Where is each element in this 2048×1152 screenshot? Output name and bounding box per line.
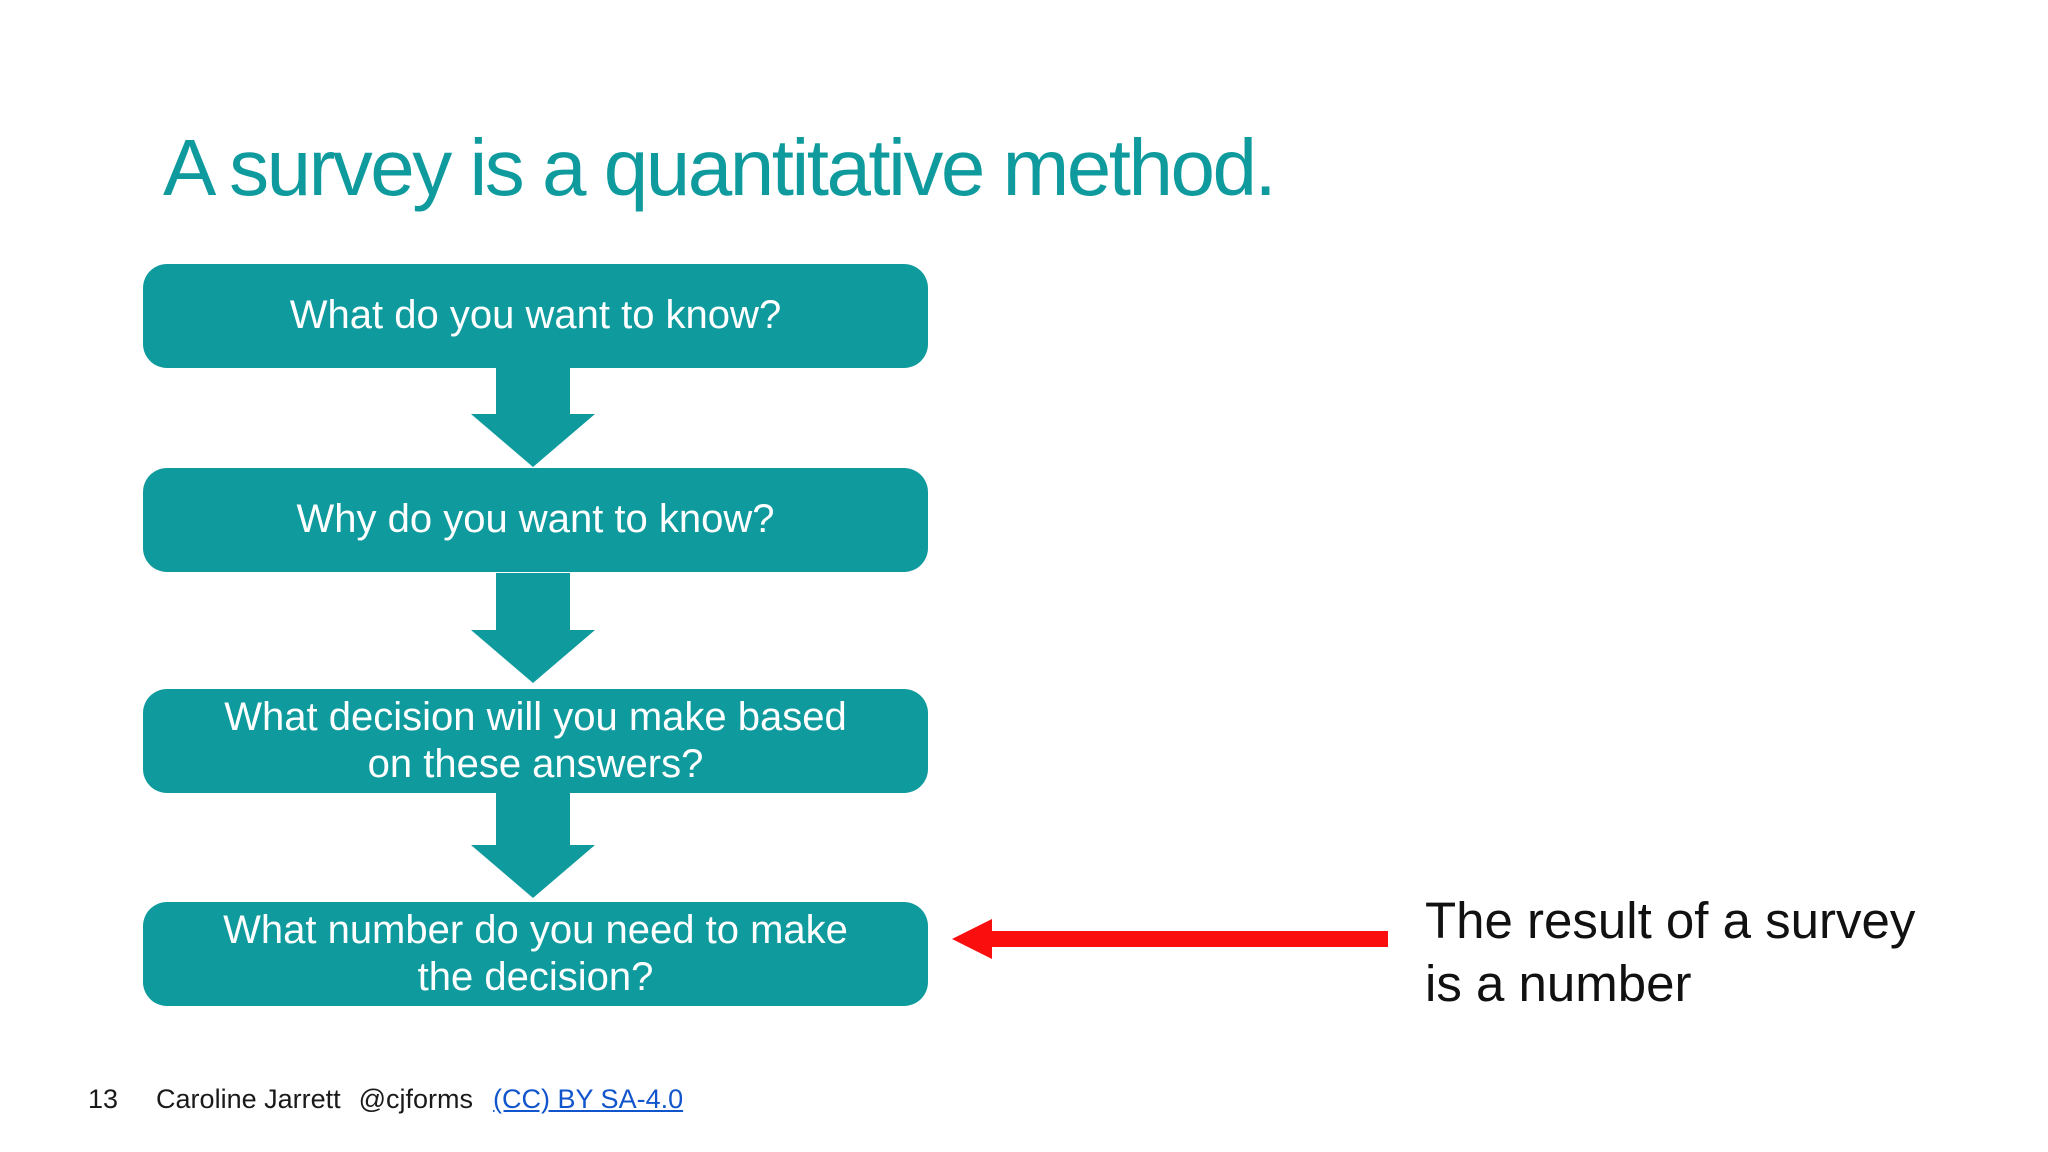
footer: 13 Caroline Jarrett @cjforms (CC) BY SA-… (88, 1084, 683, 1115)
annotation-text: The result of a survey is a number (1425, 889, 1915, 1015)
flow-step-1-label: What do you want to know? (289, 293, 782, 338)
page-number: 13 (88, 1084, 119, 1114)
slide-title: A survey is a quantitative method. (163, 123, 1277, 212)
flow-step-3: What decision will you make based on the… (143, 689, 928, 793)
down-arrow-icon (471, 573, 595, 683)
flow-step-4-label: What number do you need to make the deci… (223, 907, 848, 999)
flow-step-1: What do you want to know? (143, 264, 928, 368)
flow-step-2: Why do you want to know? (143, 468, 928, 572)
author-credit: Caroline Jarrett (156, 1084, 341, 1114)
license-link[interactable]: (CC) BY SA-4.0 (493, 1084, 684, 1114)
flow-step-2-label: Why do you want to know? (296, 497, 775, 542)
left-arrow-icon (952, 919, 1388, 959)
author-handle: @cjforms (358, 1084, 474, 1114)
flow-step-3-label: What decision will you make based on the… (224, 694, 847, 786)
flow-step-4: What number do you need to make the deci… (143, 902, 928, 1006)
down-arrow-icon (471, 367, 595, 467)
annotation-line-1: The result of a survey (1425, 892, 1916, 949)
down-arrow-icon (471, 793, 595, 898)
annotation-line-2: is a number (1425, 955, 1692, 1012)
